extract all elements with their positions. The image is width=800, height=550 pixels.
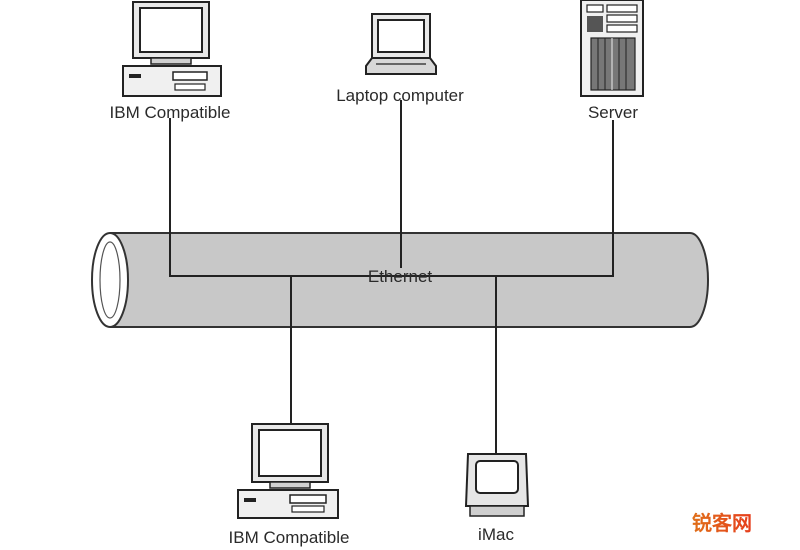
imac-icon (464, 453, 530, 517)
ibm-compatible-bottom-label: IBM Compatible (229, 528, 350, 547)
wire-ibm-top (169, 118, 614, 277)
imac-label: iMac (478, 525, 514, 544)
laptop-computer-label: Laptop computer (336, 86, 464, 105)
desktop-computer-icon (122, 1, 222, 97)
desktop-computer-icon (237, 423, 339, 519)
ethernet-cable (91, 232, 709, 328)
ibm-compatible-top-label: IBM Compatible (110, 103, 231, 122)
server-tower-icon (580, 0, 644, 97)
connection-lines (169, 100, 614, 455)
ethernet-label: Ethernet (368, 267, 433, 286)
laptop-icon (365, 13, 437, 75)
watermark: 锐客网 (692, 511, 752, 535)
server-label: Server (588, 103, 638, 122)
